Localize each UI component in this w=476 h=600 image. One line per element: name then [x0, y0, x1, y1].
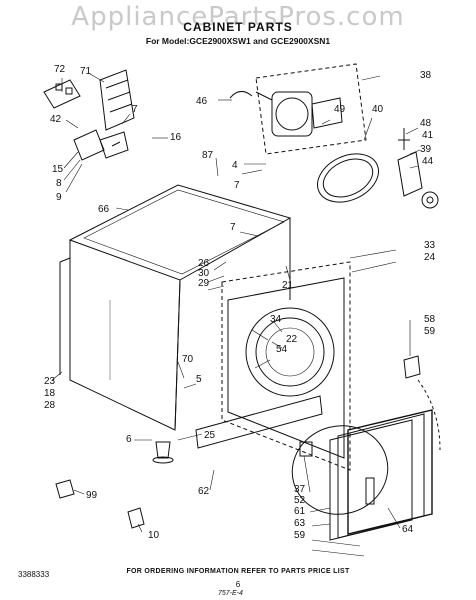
- callout-64: 64: [402, 524, 414, 535]
- callout-33: 33: [424, 240, 436, 251]
- callout-40: 40: [372, 104, 384, 115]
- callout-21: 21: [282, 280, 294, 291]
- callout-62: 62: [198, 486, 210, 497]
- door-assembly: [291, 409, 433, 541]
- callout-16: 16: [170, 132, 182, 143]
- callout-41: 41: [422, 130, 434, 141]
- callout-29: 29: [198, 278, 210, 289]
- callout-42: 42: [50, 114, 62, 125]
- loose-parts: [55, 479, 145, 529]
- callout-44: 44: [422, 156, 434, 167]
- callout-8: 8: [56, 178, 62, 189]
- callout-7: 7: [132, 104, 138, 115]
- callout-10: 10: [148, 530, 160, 541]
- control-bracket-assembly: [43, 69, 135, 161]
- callout-66: 66: [98, 204, 110, 215]
- callout-59b: 59: [294, 530, 306, 541]
- callout-labels: 72 71 7 42 16 15 8 9 87 66 7 46 49 40 38…: [44, 64, 436, 541]
- idler-assembly: [397, 128, 439, 209]
- leader-lines: [51, 73, 421, 557]
- callout-49: 49: [334, 104, 346, 115]
- callout-23: 23: [44, 376, 56, 387]
- callout-6: 6: [126, 434, 132, 445]
- diagram-title: CABINET PARTS: [183, 20, 293, 34]
- callout-71: 71: [80, 66, 92, 77]
- diagram-subtitle: For Model:GCE2900XSW1 and GCE2900XSN1: [145, 36, 331, 46]
- callout-25: 25: [204, 430, 216, 441]
- belt-and-drum: [317, 153, 379, 203]
- callout-38: 38: [420, 70, 432, 81]
- callout-7b: 7: [230, 222, 236, 233]
- callout-28: 28: [44, 400, 56, 411]
- diagram-code: 757-E-4: [218, 590, 243, 597]
- callout-54: 54: [276, 344, 288, 355]
- callout-52: 52: [294, 495, 306, 506]
- callout-4: 4: [232, 160, 238, 171]
- callout-5: 5: [196, 374, 202, 385]
- door-hinge: [403, 355, 441, 451]
- callout-99: 99: [86, 490, 98, 501]
- ordering-note: FOR ORDERING INFORMATION REFER TO PARTS …: [126, 568, 350, 575]
- watermark: AppliancePartsPros.com: [71, 2, 405, 32]
- callout-63: 63: [294, 518, 306, 529]
- callout-61: 61: [294, 506, 306, 517]
- callout-30: 30: [198, 268, 210, 279]
- callout-59: 59: [424, 326, 436, 337]
- callout-37: 37: [294, 484, 306, 495]
- toe-panel: [195, 395, 323, 449]
- callout-87: 87: [202, 150, 214, 161]
- diagram-part-number: 3388333: [18, 570, 50, 579]
- callout-26: 26: [198, 258, 210, 269]
- callout-46: 46: [196, 96, 208, 107]
- callout-48: 48: [420, 118, 432, 129]
- callout-39: 39: [420, 144, 432, 155]
- callout-24: 24: [424, 252, 436, 263]
- motor-assembly: [229, 63, 367, 155]
- callout-70: 70: [182, 354, 194, 365]
- callout-22: 22: [286, 334, 298, 345]
- page-number: 6: [235, 580, 241, 589]
- callout-72: 72: [54, 64, 66, 75]
- cabinet-body: [59, 184, 292, 431]
- callout-18: 18: [44, 388, 56, 399]
- callout-7c: 7: [234, 180, 240, 191]
- callout-34: 34: [270, 314, 282, 325]
- front-panel: [221, 261, 351, 471]
- callout-9: 9: [56, 192, 62, 203]
- callout-58: 58: [424, 314, 436, 325]
- callout-15: 15: [52, 164, 64, 175]
- leveling-leg: [152, 441, 174, 464]
